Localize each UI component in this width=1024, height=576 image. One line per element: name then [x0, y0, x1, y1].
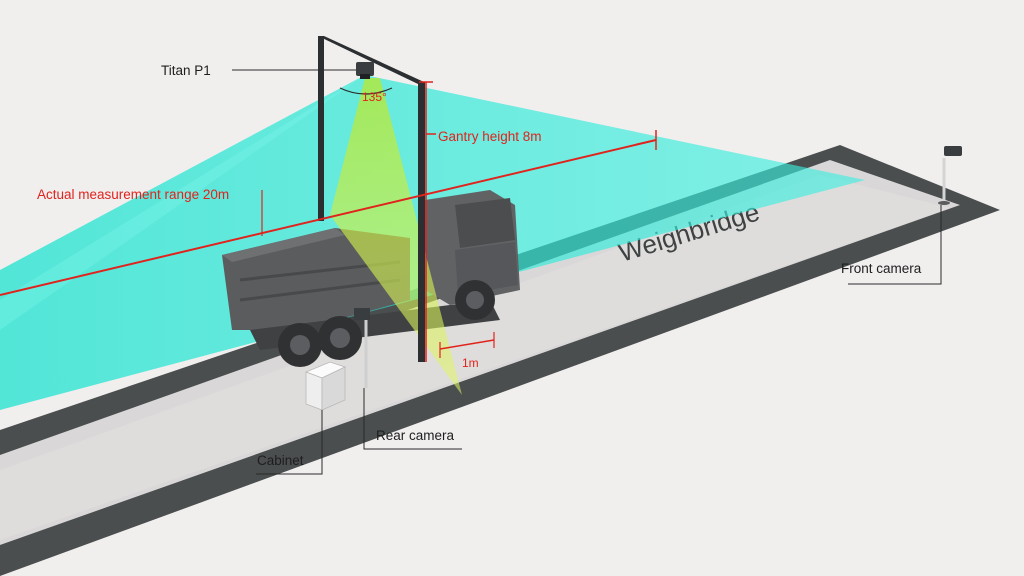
- measurement-range-line: [0, 139, 657, 296]
- weighbridge-surface: [0, 175, 950, 540]
- offset-dimension-line: [439, 339, 495, 350]
- cabinet-label: Cabinet: [257, 453, 304, 468]
- front-camera-label: Front camera: [841, 261, 922, 276]
- titan-label: Titan P1: [161, 63, 211, 78]
- measurement-range-label: Actual measurement range 20m: [37, 187, 229, 202]
- gantry-height-label: Gantry height 8m: [438, 129, 542, 144]
- angle-arc: [339, 87, 393, 95]
- front-camera: [938, 146, 962, 205]
- angle-label: 135°: [362, 90, 387, 104]
- sensor-beam: [330, 78, 462, 395]
- offset-label: 1m: [462, 356, 479, 370]
- cabinet-leader-line: [256, 410, 323, 475]
- laser-scan-highlight: [0, 75, 365, 330]
- front-camera-leader-line: [848, 205, 942, 285]
- rear-camera-leader-line: [363, 388, 462, 450]
- rear-camera: [354, 308, 370, 388]
- cabinet: [304, 361, 347, 411]
- rear-camera-label: Rear camera: [376, 428, 455, 443]
- titan-p1-sensor: [356, 62, 374, 79]
- gantry: [318, 36, 425, 362]
